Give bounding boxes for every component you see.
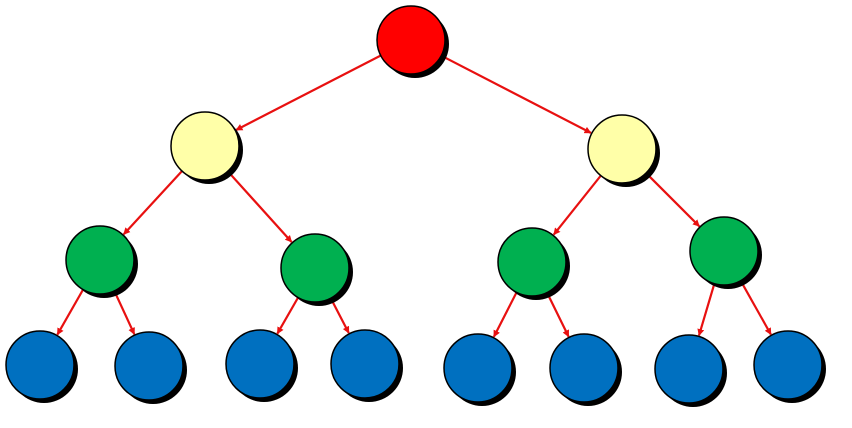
- node-circle: [170, 111, 240, 181]
- node-circle: [443, 333, 513, 403]
- tree-node-RL: [497, 227, 570, 300]
- node-circle: [225, 329, 295, 399]
- edge-root-to-L: [235, 52, 385, 131]
- tree-nodes: [5, 5, 826, 407]
- tree-node-LRR: [330, 329, 403, 402]
- edge-L-to-LL: [122, 167, 186, 236]
- tree-edges: [56, 52, 772, 338]
- tree-node-LLR: [114, 331, 187, 404]
- node-circle: [330, 329, 400, 399]
- node-circle: [280, 233, 350, 303]
- edge-R-to-RR: [642, 169, 701, 228]
- tree-node-LLL: [5, 330, 78, 403]
- node-circle: [587, 114, 657, 184]
- tree-node-RR: [689, 216, 762, 289]
- tree-node-RRL: [654, 334, 727, 407]
- node-circle: [497, 227, 567, 297]
- tree-node-RLL: [443, 333, 516, 406]
- edge-RR-to-RRR: [737, 276, 772, 336]
- tree-node-LR: [280, 233, 353, 306]
- tree-node-root: [376, 5, 449, 78]
- tree-node-RLR: [549, 333, 622, 406]
- tree-node-LL: [65, 225, 138, 298]
- edge-RR-to-RRL: [697, 279, 717, 337]
- tree-node-L: [170, 111, 243, 184]
- tree-node-LRL: [225, 329, 298, 402]
- edge-R-to-RL: [552, 171, 605, 236]
- edge-RL-to-RLL: [492, 288, 520, 338]
- edge-LL-to-LLL: [56, 285, 87, 336]
- node-circle: [753, 330, 823, 400]
- node-circle: [65, 225, 135, 295]
- node-circle: [114, 331, 184, 401]
- tree-node-R: [587, 114, 660, 187]
- edge-LR-to-LRL: [276, 293, 302, 335]
- node-circle: [689, 216, 759, 286]
- node-circle: [376, 5, 446, 75]
- node-circle: [654, 334, 724, 404]
- node-circle: [549, 333, 619, 403]
- edge-L-to-LR: [224, 167, 293, 243]
- edge-root-to-R: [437, 52, 592, 134]
- node-circle: [5, 330, 75, 400]
- tree-node-RRR: [753, 330, 826, 403]
